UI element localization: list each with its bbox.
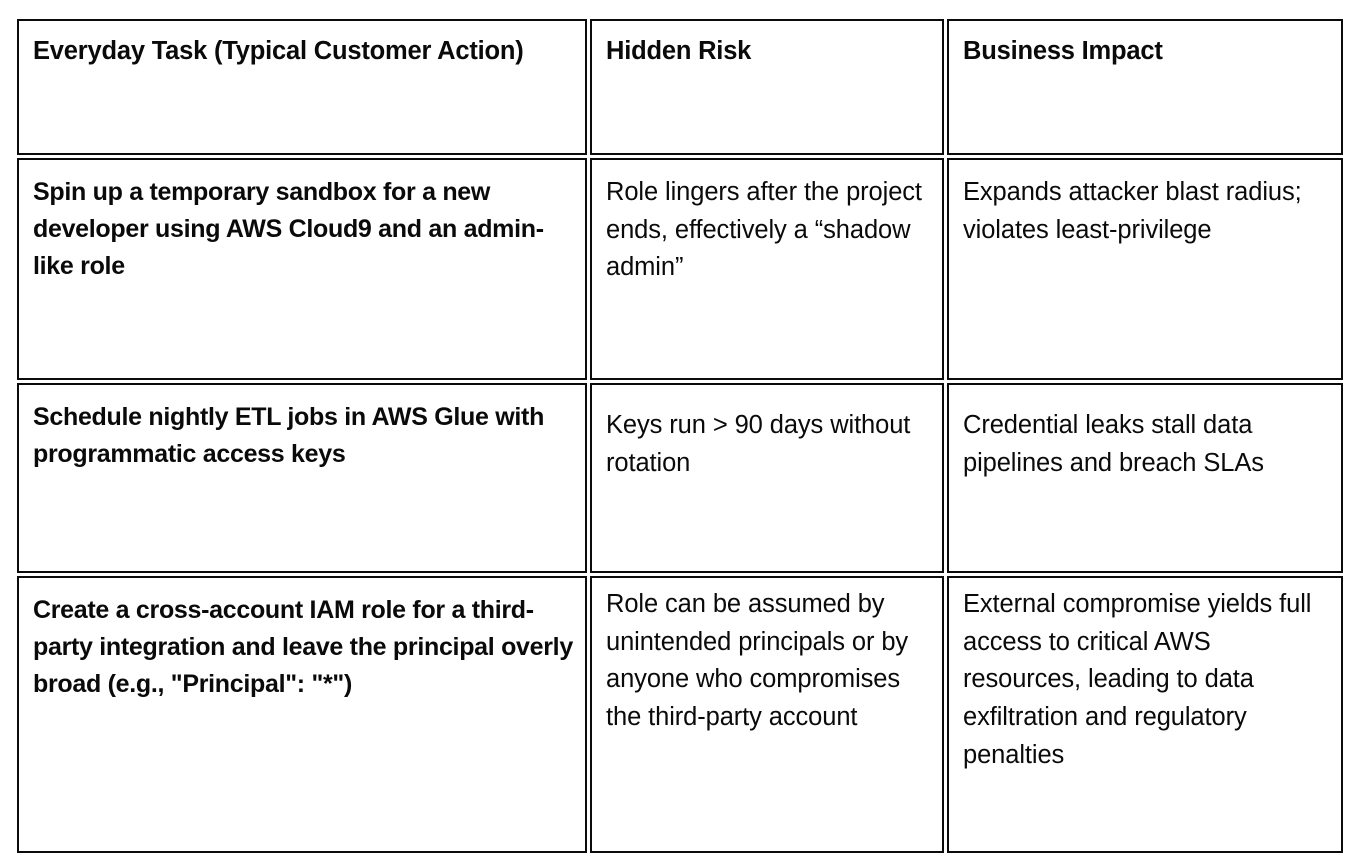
column-header-hidden-risk: Hidden Risk	[590, 19, 944, 155]
column-header-everyday-task: Everyday Task (Typical Customer Action)	[17, 19, 587, 155]
cell-business-impact: Credential leaks stall data pipelines an…	[947, 383, 1343, 573]
table-header-row: Everyday Task (Typical Customer Action) …	[17, 19, 1343, 155]
cell-business-impact: Expands attacker blast radius; violates …	[947, 158, 1343, 380]
cell-hidden-risk: Role can be assumed by unintended princi…	[590, 576, 944, 853]
table-body: Spin up a temporary sandbox for a new de…	[17, 158, 1343, 853]
cell-hidden-risk: Role lingers after the project ends, eff…	[590, 158, 944, 380]
table-row: Spin up a temporary sandbox for a new de…	[17, 158, 1343, 380]
table-row: Schedule nightly ETL jobs in AWS Glue wi…	[17, 383, 1343, 573]
cell-task: Schedule nightly ETL jobs in AWS Glue wi…	[17, 383, 587, 573]
cell-task: Spin up a temporary sandbox for a new de…	[17, 158, 587, 380]
cell-task: Create a cross-account IAM role for a th…	[17, 576, 587, 853]
risk-table: Everyday Task (Typical Customer Action) …	[14, 16, 1346, 856]
column-header-business-impact: Business Impact	[947, 19, 1343, 155]
cell-hidden-risk: Keys run > 90 days without rotation	[590, 383, 944, 573]
table-row: Create a cross-account IAM role for a th…	[17, 576, 1343, 853]
page-canvas: Everyday Task (Typical Customer Action) …	[17, 19, 1343, 853]
cell-business-impact: External compromise yields full access t…	[947, 576, 1343, 853]
table-header: Everyday Task (Typical Customer Action) …	[17, 19, 1343, 155]
